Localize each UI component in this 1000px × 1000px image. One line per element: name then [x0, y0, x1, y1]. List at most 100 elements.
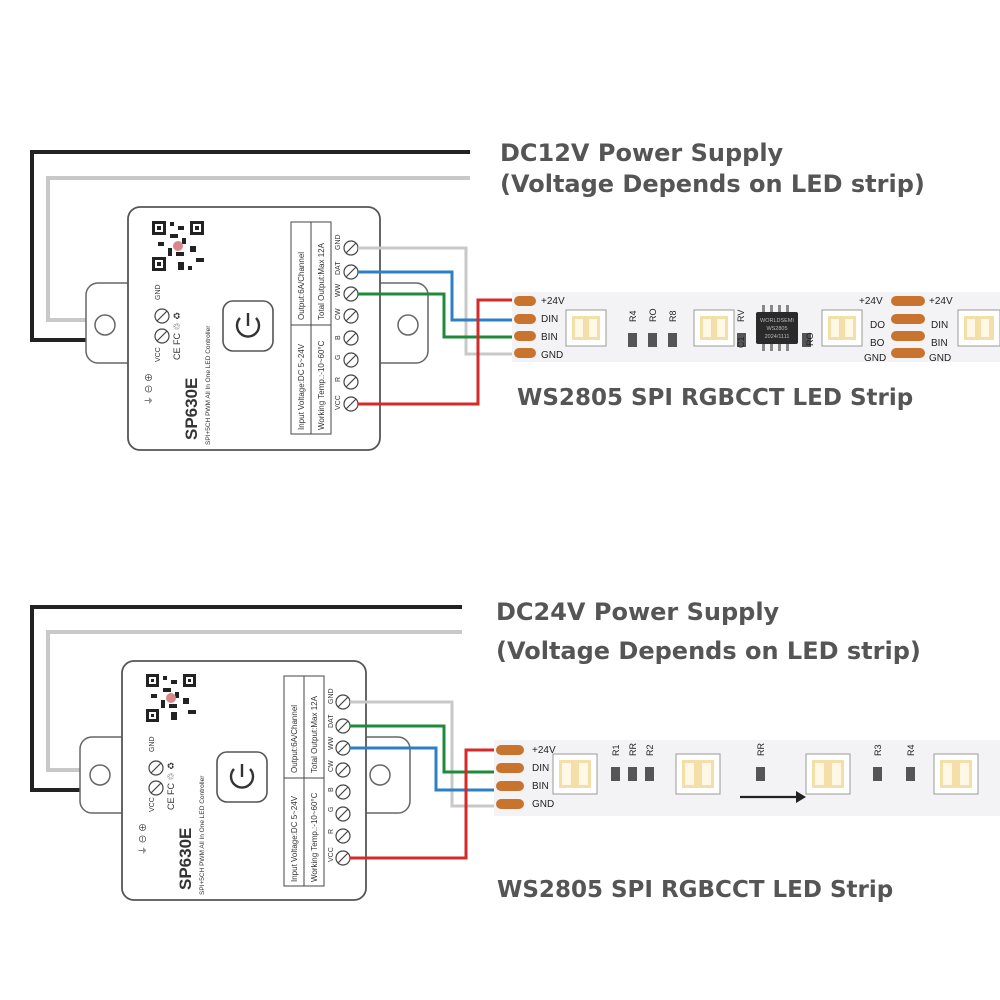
terminal-label-vcc: VCC: [328, 847, 335, 862]
pad-label-bin-in: BIN: [931, 338, 948, 349]
controller-subtitle: SPI+5CH PWM All In One LED Controller: [205, 325, 212, 445]
wire-gnd-gray: [350, 700, 496, 808]
component-label: RO: [648, 309, 658, 323]
led-chip: [565, 309, 607, 347]
terminal-label-cw: CW: [335, 308, 342, 320]
power-icon: [229, 768, 255, 789]
pad-label-plus24v-in: +24V: [929, 296, 953, 307]
component-label: C1: [736, 336, 746, 348]
spec-total-output: Total Output:Max 12A: [310, 695, 319, 773]
pad-label-din: DIN: [541, 314, 558, 325]
controller-sp630e: ⏚ ⊖ ⊕ GND VCC CE FC ♲ ♻ SP630E SPI+5CH P…: [85, 206, 429, 451]
led-strip: +24V DIN BIN GND: [512, 292, 1000, 364]
wire-vcc-red: [350, 748, 496, 860]
power-icon: [235, 317, 261, 338]
terminal-block: GND DAT WW CW B G R VCC: [328, 688, 351, 866]
left-terminal-gnd-label: GND: [149, 736, 156, 752]
terminal-label-ww: WW: [335, 283, 342, 297]
component-label: R3: [873, 744, 883, 756]
pad-label-gnd: GND: [532, 799, 554, 810]
panel-dc24v: ⏚ ⊖ ⊕ GND VCC CE FC ♲ ♻ SP630E SPI+5CH P…: [30, 598, 1000, 903]
component-label: R4: [906, 744, 916, 756]
spec-total-output: Total Output:Max 12A: [317, 242, 326, 320]
terminal-label-gnd: GND: [328, 688, 335, 704]
pad-label-gnd-in: GND: [929, 353, 951, 364]
left-terminal-vcc-label: VCC: [155, 347, 162, 362]
ic-marking: WS2805: [766, 326, 787, 332]
spec-working-temp: Working Temp.:-10~60°C: [317, 340, 326, 430]
pad-label-bo: BO: [870, 338, 885, 349]
arrow-right-icon: [740, 791, 806, 803]
spec-input-voltage: Input Voltage:DC 5~24V: [297, 343, 306, 430]
supply-label-line1: DC12V Power Supply: [500, 139, 784, 167]
component-label: RV: [736, 310, 746, 322]
pad-label-plus24v: +24V: [541, 296, 565, 307]
led-chip: [552, 753, 598, 795]
terminal-label-b: B: [335, 335, 342, 340]
controller-subtitle: SPI+5CH PWM All In One LED Controller: [199, 775, 206, 895]
led-chip: [933, 753, 979, 795]
pad-label-din-in: DIN: [931, 320, 948, 331]
wire-dat-green: [350, 724, 496, 774]
terminal-label-r: R: [335, 377, 342, 382]
strip-caption: WS2805 SPI RGBCCT LED Strip: [517, 385, 913, 411]
led-chip: [821, 309, 863, 347]
power-wire-black: [30, 605, 462, 792]
led-chip: [957, 309, 1000, 347]
power-button[interactable]: [222, 300, 274, 352]
pad-label-bin: BIN: [532, 781, 549, 792]
controller-sp630e: ⏚ ⊖ ⊕ GND VCC CE FC ♲ ♻ SP630E SPI+5CH P…: [79, 660, 411, 901]
terminal-label-gnd: GND: [335, 234, 342, 250]
power-button[interactable]: [216, 751, 268, 803]
power-wire-gray: [46, 630, 462, 772]
svg-text:⏚ ⊖ ⊕: ⏚ ⊖ ⊕: [138, 823, 148, 855]
pad-label-do: DO: [870, 320, 885, 331]
led-strip: +24V DIN BIN GND: [494, 740, 1000, 816]
terminal-label-r: R: [328, 829, 335, 834]
component-label: R8: [668, 310, 678, 322]
pad-label-din: DIN: [532, 763, 549, 774]
led-chip: [693, 309, 735, 347]
component-label: R2: [645, 744, 655, 756]
qr-code-image: [146, 674, 196, 722]
wire-vcc-red: [358, 298, 512, 406]
component-label: RR: [628, 743, 638, 756]
terminal-label-vcc: VCC: [335, 395, 342, 410]
controller-model: SP630E: [176, 828, 195, 890]
strip-caption: WS2805 SPI RGBCCT LED Strip: [497, 877, 893, 903]
left-terminal-vcc-label: VCC: [149, 797, 156, 812]
panel-dc12v: ⏚ ⊖ ⊕ GND VCC CE FC ♲ ♻ SP630E SPI+5CH P…: [30, 139, 1000, 451]
svg-text:⏚ ⊖ ⊕: ⏚ ⊖ ⊕: [144, 373, 154, 405]
component-label: RO: [805, 333, 815, 347]
component-label: R4: [628, 310, 638, 322]
terminal-label-g: G: [328, 807, 335, 812]
terminal-label-g: G: [335, 355, 342, 360]
left-terminal-gnd-label: GND: [155, 284, 162, 300]
spec-output: Output:6A/Channel: [290, 705, 299, 773]
terminal-label-b: B: [328, 787, 335, 792]
pad-label-plus24v-out: +24V: [859, 296, 883, 307]
pad-label-gnd-out: GND: [864, 353, 886, 364]
terminal-label-dat: DAT: [335, 261, 342, 275]
supply-label-line2: (Voltage Depends on LED strip): [496, 637, 921, 665]
wire-dat-blue: [358, 270, 512, 322]
ic-marking: 2024/1111: [765, 334, 790, 340]
component-label: R1: [611, 744, 621, 756]
terminal-block: GND DAT WW CW B G R VCC: [335, 234, 359, 412]
qr-code-image: [152, 221, 204, 271]
svg-text:CE FC ♲ ♻: CE FC ♲ ♻: [172, 312, 182, 360]
controller-model: SP630E: [182, 378, 201, 440]
supply-label-line2: (Voltage Depends on LED strip): [500, 170, 925, 198]
supply-label-line1: DC24V Power Supply: [496, 598, 780, 626]
spec-input-voltage: Input Voltage:DC 5~24V: [290, 795, 299, 882]
pad-label-plus24v: +24V: [532, 745, 556, 756]
power-wire-gray: [46, 176, 470, 322]
led-chip: [805, 753, 851, 795]
ws2805-ic: WORLDSEMI WS2805 2024/1111: [756, 305, 798, 351]
wire-gnd-gray: [358, 246, 512, 356]
controller-left-labels: ⏚ ⊖ ⊕: [144, 373, 154, 405]
pad-label-bin: BIN: [541, 332, 558, 343]
spec-output: Output:6A/Channel: [297, 252, 306, 320]
